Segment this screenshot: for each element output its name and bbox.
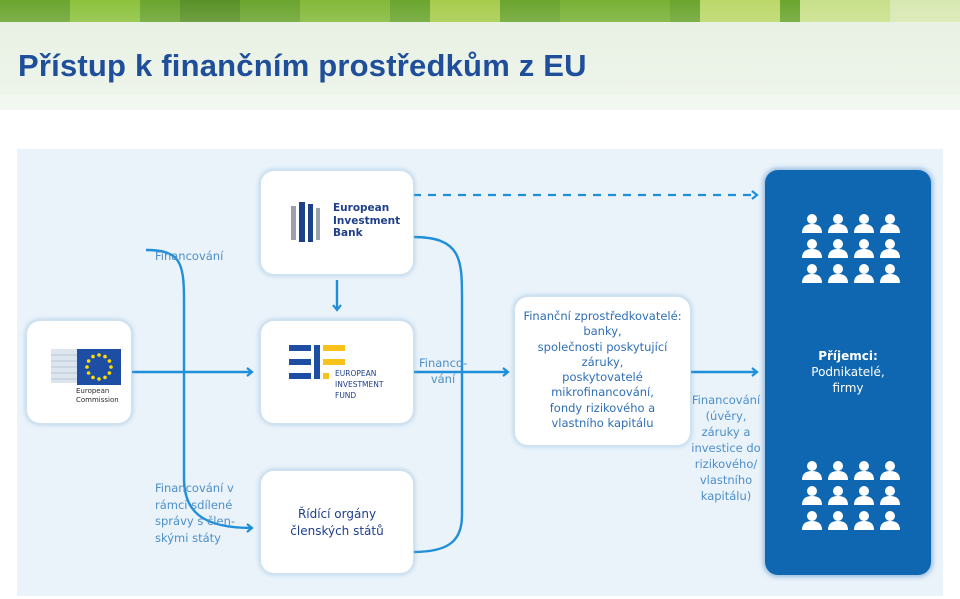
person-icon [801,460,823,480]
eif-funding-label: Financo- vání [419,356,468,386]
person-icon [879,238,901,258]
person-icon [827,238,849,258]
recipients-panel: Příjemci: Podnikatelé, firmy [765,170,931,575]
eif-logo-icon [289,345,345,379]
person-icon [853,485,875,505]
people-group-bottom [801,460,901,530]
people-group-top [801,213,901,283]
person-icon [801,263,823,283]
eif-card: EUROPEAN INVESTMENT FUND [261,321,413,423]
person-icon [827,263,849,283]
managing-authorities-text: Řídící orgány členských států [290,507,384,538]
shared-management-label: Financování v rámci sdílené správy s čle… [155,481,236,545]
person-icon [801,213,823,233]
slide-title: Přístup k finančním prostředkům z EU [18,48,587,83]
eib-name: European Investment Bank [333,202,401,239]
person-icon [827,510,849,530]
intermediaries-card: Finanční zprostředkovatelé: banky, spole… [515,297,690,445]
person-icon [853,238,875,258]
person-icon [801,510,823,530]
person-icon [879,460,901,480]
person-icon [879,213,901,233]
person-icon [827,460,849,480]
person-icon [827,213,849,233]
eib-card: European Investment Bank [261,171,413,274]
eu-flag-icon [77,349,121,385]
recipients-title: Příjemci: [818,349,878,363]
person-icon [801,238,823,258]
person-icon [853,263,875,283]
eib-funding-label: Financování [155,249,224,263]
managing-authorities-card: Řídící orgány členských států [261,471,413,573]
person-icon [827,485,849,505]
commission-building-icon [51,349,77,383]
person-icon [801,485,823,505]
person-icon [853,460,875,480]
commission-card: European Commission [27,321,131,423]
person-icon [879,263,901,283]
person-icon [879,510,901,530]
recipients-text: Příjemci: Podnikatelé, firmy [765,348,931,396]
person-icon [853,213,875,233]
recipients-funding-label: Financování (úvěry, záruky a investice d… [691,393,761,503]
eib-logo-icon [291,202,320,242]
eif-name: EUROPEAN INVESTMENT FUND [335,369,384,400]
intermediaries-text: Finanční zprostředkovatelé: banky, spole… [515,309,690,431]
person-icon [879,485,901,505]
person-icon [853,510,875,530]
header-band [0,0,960,110]
commission-name: European Commission [76,387,119,404]
intermediaries-title: Finanční zprostředkovatelé: [523,309,682,323]
